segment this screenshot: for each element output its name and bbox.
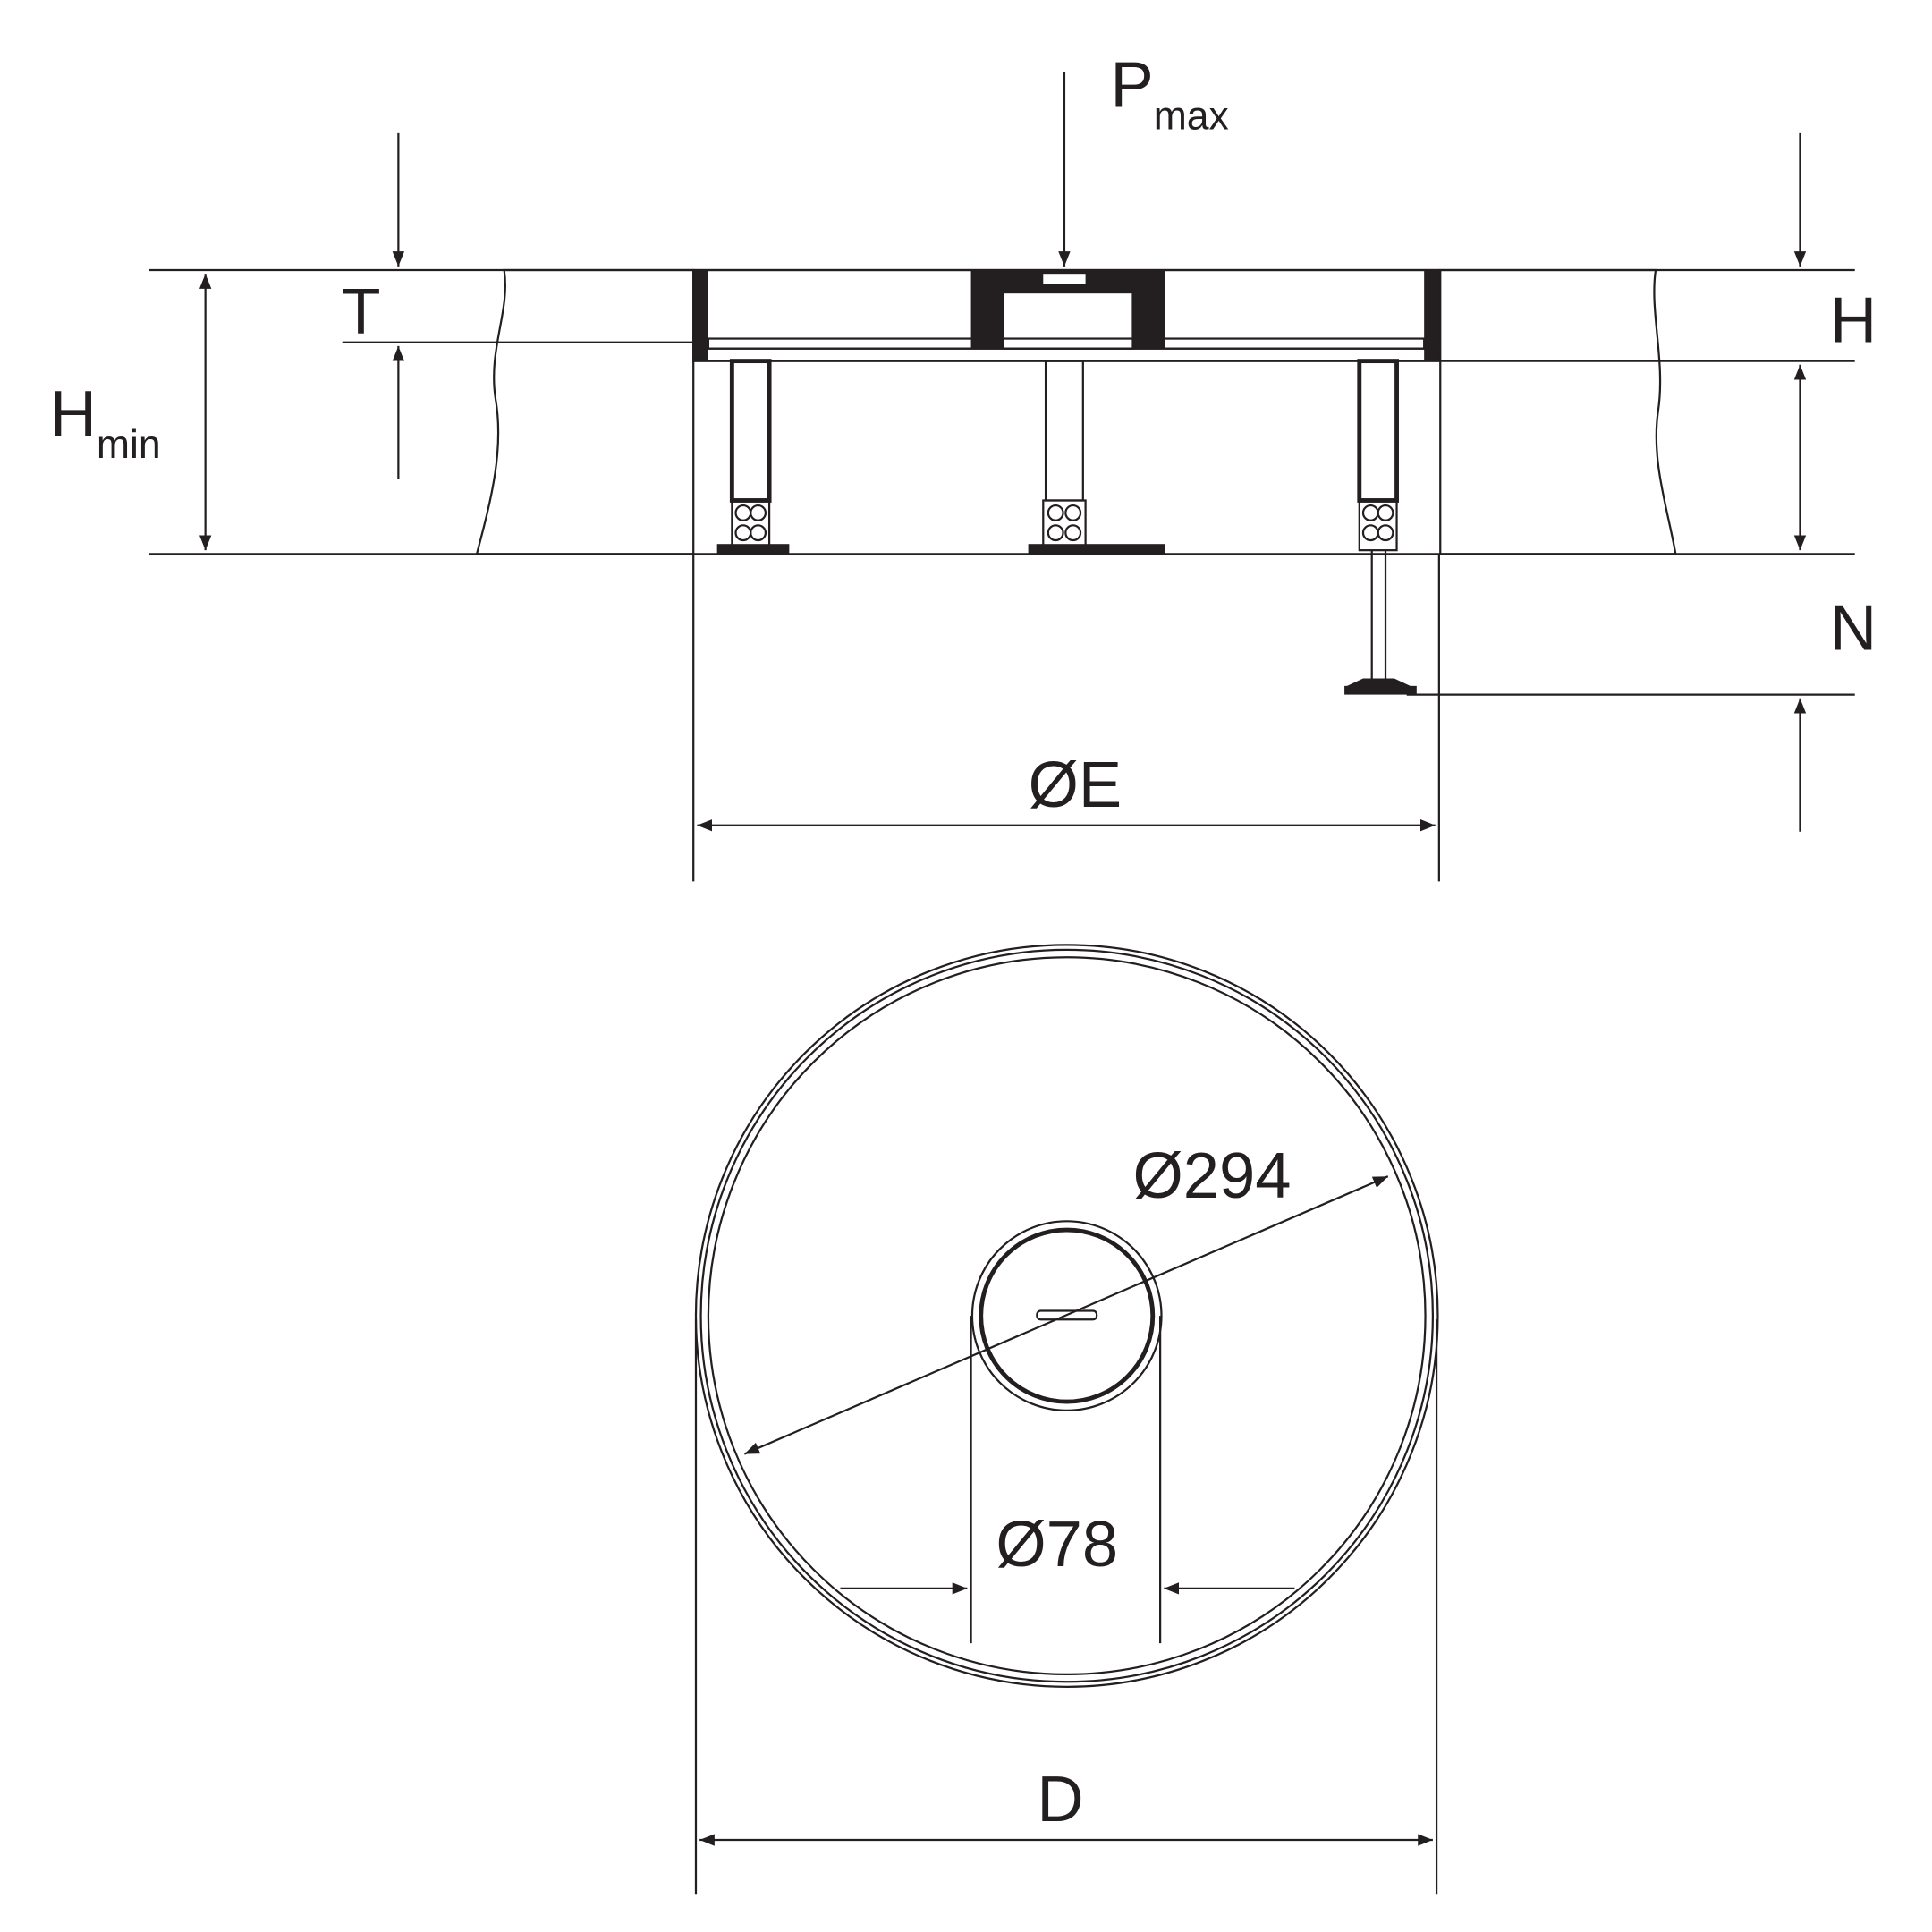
label-p-max: Pmax [1110, 49, 1228, 139]
label-diameter-e: ØE [1029, 749, 1123, 821]
floor-section-left [475, 268, 695, 555]
label-h-min: Hmin [50, 377, 161, 467]
floor-box-section [692, 268, 1440, 362]
label-n: N [1830, 591, 1877, 664]
leveling-leg-left [716, 359, 790, 555]
label-h: H [1830, 284, 1877, 357]
label-diameter-294: Ø294 [1132, 1140, 1291, 1212]
dimension-arrows [199, 72, 1807, 832]
leveling-leg-center [1028, 360, 1165, 555]
floor-section-right [1439, 268, 1677, 555]
top-view [694, 944, 1439, 1895]
leveling-leg-right-extended [1344, 359, 1417, 695]
label-t: T [341, 275, 380, 348]
label-diameter-78: Ø78 [996, 1508, 1118, 1580]
label-d: D [1037, 1763, 1083, 1835]
